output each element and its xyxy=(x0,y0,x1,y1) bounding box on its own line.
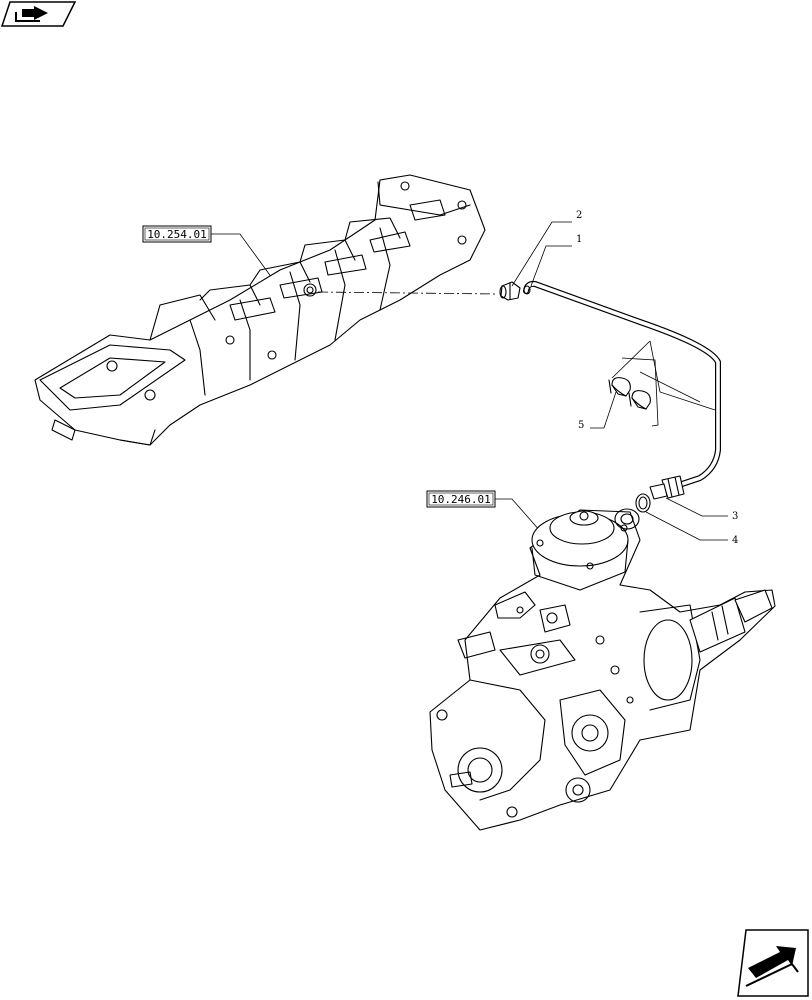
part-4-washer[interactable] xyxy=(635,493,651,513)
clips-to-pipe-leader-c xyxy=(639,371,701,403)
alignment-centerline xyxy=(317,291,499,295)
reference-manifold-box[interactable]: 10.254.01 xyxy=(142,225,212,243)
part-3-nut[interactable] xyxy=(649,475,685,500)
clips-to-pipe-leader-b xyxy=(611,340,651,379)
manifold-drawing xyxy=(34,174,486,446)
callout-3-number: 3 xyxy=(732,511,738,522)
injection-pump-drawing xyxy=(429,508,776,831)
reference-pump-box[interactable]: 10.246.01 xyxy=(426,490,496,508)
part-2-fitting[interactable] xyxy=(499,281,521,301)
part-1-pipe[interactable] xyxy=(523,280,721,487)
reference-pump-leader xyxy=(495,498,549,541)
callout-4[interactable]: 4 xyxy=(645,511,738,546)
clips-to-pipe-leader-a xyxy=(649,340,716,411)
callout-2[interactable]: 2 xyxy=(511,210,582,287)
part-5-clips[interactable] xyxy=(608,377,651,410)
callout-4-number: 4 xyxy=(732,535,738,546)
callout-1[interactable]: 1 xyxy=(530,234,582,287)
reference-manifold-label: 10.254.01 xyxy=(147,228,207,241)
next-page-arrow-icon[interactable] xyxy=(737,929,809,997)
clips-bracket xyxy=(621,357,659,427)
reference-pump-label: 10.246.01 xyxy=(431,493,491,506)
callout-5-number: 5 xyxy=(578,420,584,431)
callout-1-number: 1 xyxy=(576,234,582,245)
reference-manifold-leader xyxy=(211,233,273,279)
callout-2-number: 2 xyxy=(576,210,582,221)
previous-page-arrow-icon[interactable] xyxy=(0,1,77,27)
callout-3[interactable]: 3 xyxy=(665,497,738,522)
callout-5[interactable]: 5 xyxy=(578,391,617,431)
